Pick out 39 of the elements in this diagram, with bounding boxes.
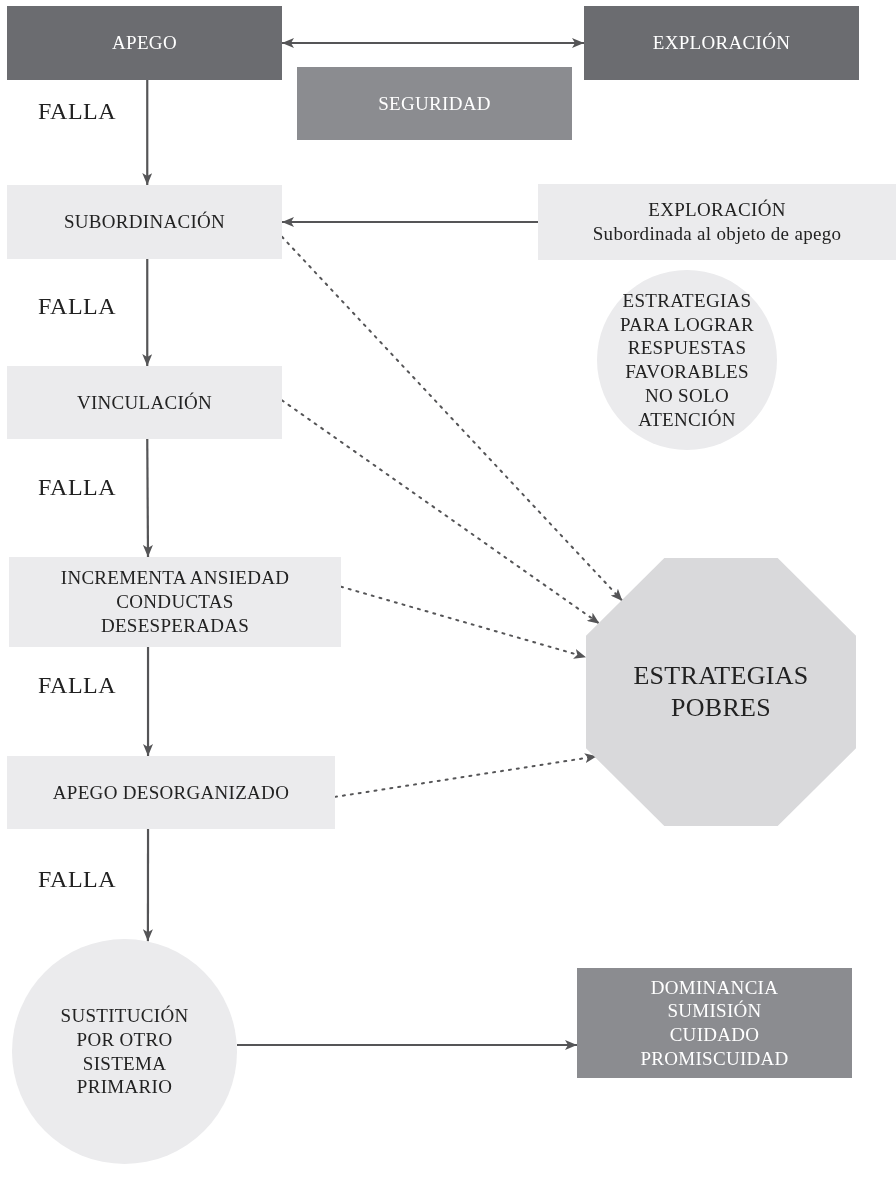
arrow — [142, 259, 153, 366]
edge-label: FALLA — [38, 672, 117, 699]
arrow — [282, 38, 584, 48]
edge-label: FALLA — [38, 474, 117, 501]
node-text: VINCULACIÓN — [76, 390, 213, 415]
process-box — [538, 184, 896, 260]
node-text: ESTRATEGIAS POBRES — [632, 659, 810, 724]
node-text: APEGO — [112, 31, 177, 55]
arrow — [142, 829, 153, 942]
node-text: SUBORDINACIÓN — [63, 210, 226, 234]
arrow — [142, 80, 153, 185]
edge-label: FALLA — [38, 293, 117, 320]
arrow — [142, 439, 153, 557]
node-text: DOMINANCIA SUMISIÓN CUIDADO PROMISCUIDAD — [639, 975, 790, 1071]
process-box — [297, 67, 572, 140]
arrow — [282, 217, 538, 227]
edge-label: FALLA — [38, 866, 117, 893]
node-text: Subordinada al objeto de apego — [592, 222, 842, 246]
process-box — [577, 968, 852, 1078]
edge-label: FALLA — [38, 98, 117, 125]
node-text: APEGO DESORGANIZADO — [52, 780, 290, 805]
dotted-arrow — [340, 585, 587, 659]
dotted-arrow — [281, 235, 624, 602]
arrow — [143, 647, 154, 756]
node-text: INCREMENTA ANSIEDAD CONDUCTAS DESESPERADAS — [59, 566, 291, 638]
dotted-arrow — [281, 399, 601, 625]
node-text: EXPLORACIÓN — [652, 31, 791, 55]
node-text: SEGURIDAD — [378, 91, 491, 116]
process-box — [7, 6, 282, 80]
arrow — [237, 1040, 577, 1050]
process-box — [7, 366, 282, 439]
process-box — [7, 756, 335, 829]
node-text: SUSTITUCIÓN POR OTRO SISTEMA PRIMARIO — [59, 1004, 190, 1099]
process-box — [7, 185, 282, 259]
process-box — [9, 557, 341, 647]
node-text: ESTRATEGIAS PARA LOGRAR RESPUESTAS FAVORABLES NO SOLO ATENCIÓN — [618, 288, 756, 432]
node-text: EXPLORACIÓN — [648, 198, 786, 222]
octagon-node — [586, 558, 856, 826]
process-box — [584, 6, 859, 80]
